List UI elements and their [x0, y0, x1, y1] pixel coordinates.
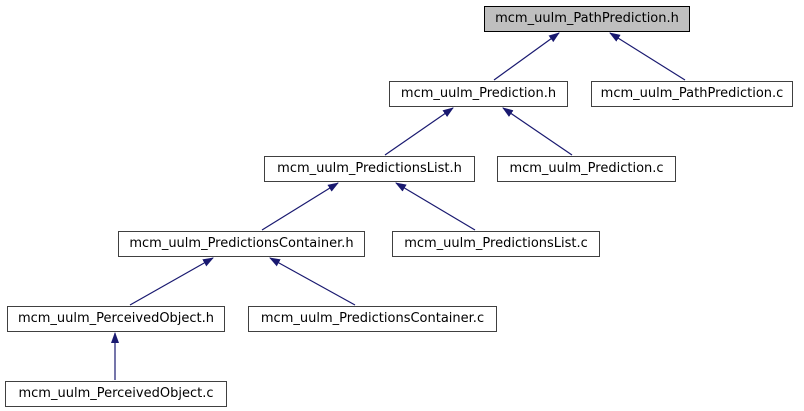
node-prediction-c[interactable]: mcm_uulm_Prediction.c: [497, 156, 676, 182]
node-predictionslist-h[interactable]: mcm_uulm_PredictionsList.h: [264, 156, 475, 182]
node-pathprediction-h[interactable]: mcm_uulm_PathPrediction.h: [484, 6, 690, 32]
edge-predictionslist-c-to-predictionslist-h: [395, 182, 476, 231]
node-predictionscontainer-h[interactable]: mcm_uulm_PredictionsContainer.h: [118, 231, 365, 257]
edge-predictionscontainer-h-to-predictionslist-h: [261, 182, 339, 231]
edge-prediction-c-to-prediction-h: [502, 107, 573, 156]
node-pathprediction-c[interactable]: mcm_uulm_PathPrediction.c: [591, 81, 793, 107]
node-perceivedobject-h[interactable]: mcm_uulm_PerceivedObject.h: [7, 306, 225, 332]
node-predictionslist-c[interactable]: mcm_uulm_PredictionsList.c: [392, 231, 600, 257]
edge-perceivedobject-h-to-predictionscontainer-h: [129, 257, 214, 306]
node-perceivedobject-c[interactable]: mcm_uulm_PerceivedObject.c: [5, 381, 227, 407]
edge-pathprediction-c-to-pathprediction-h: [609, 32, 686, 81]
edge-predictionscontainer-c-to-predictionscontainer-h: [269, 257, 356, 306]
node-prediction-h[interactable]: mcm_uulm_Prediction.h: [389, 81, 568, 107]
node-predictionscontainer-c[interactable]: mcm_uulm_PredictionsContainer.c: [248, 306, 497, 332]
edge-prediction-h-to-pathprediction-h: [493, 32, 560, 81]
edge-predictionslist-h-to-prediction-h: [384, 107, 454, 156]
